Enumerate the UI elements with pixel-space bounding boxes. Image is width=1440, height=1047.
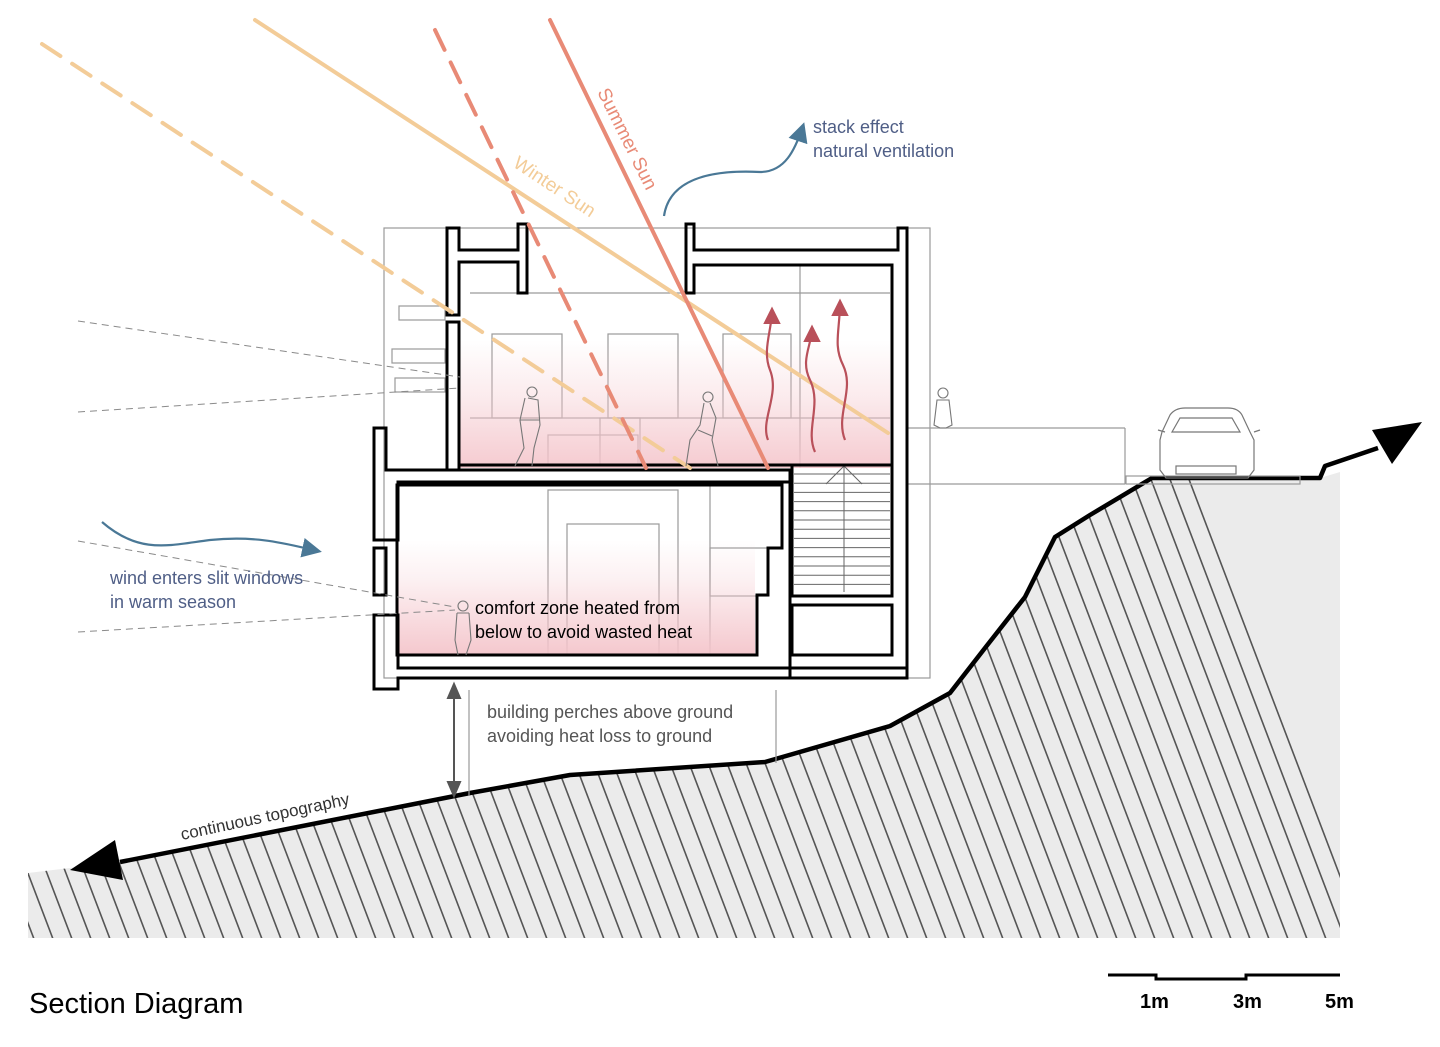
ground-section [28,422,1422,938]
person-figure-icon [514,386,541,467]
staircase [794,473,890,585]
vertical-dimension-arrow-icon [446,681,462,799]
people-figures [454,386,953,656]
scale-bar [1108,973,1340,981]
wind-arrow-icon [101,521,322,558]
scale-label-1m: 1m [1140,991,1169,1013]
ventilation-arrow-icon [662,122,808,217]
heat-rising-arrow-icon [831,298,849,441]
sun-rays [40,18,890,470]
summer-sun-ray [548,18,770,470]
summer-sun-ray-dashed [433,28,648,470]
winter-sun-ray-dashed [40,42,692,470]
person-figure-icon [685,391,719,467]
heat-rising-arrow-icon [803,324,821,453]
natural-ventilation-label: natural ventilation [813,141,954,161]
wind-lines [77,320,461,633]
scale-label-5m: 5m [1325,991,1354,1013]
heat-rising-arrow-icon [763,306,781,441]
scale-label-3m: 3m [1233,991,1262,1013]
stack-effect-label: stack effect [813,117,904,137]
winter-sun-ray [253,18,890,435]
comfort-zone-label-line1: comfort zone heated from [475,598,680,618]
car-icon [1157,407,1261,479]
heat-rising-arrows [763,298,849,453]
perch-label-line1: building perches above ground [487,702,733,722]
topography-line [119,445,1379,865]
ground-fill [28,472,1340,938]
wind-label-line2: in warm season [110,592,236,612]
building-section-walls [372,222,909,691]
topography-arrow-left-icon [70,840,123,880]
person-figure-icon [454,600,472,656]
person-figure-icon [933,387,953,429]
upper-comfort-gradient [459,340,890,468]
perch-label-line2: avoiding heat loss to ground [487,726,712,746]
comfort-zone-label-line2: below to avoid wasted heat [475,622,692,642]
topography-arrow-right-icon [1372,422,1422,464]
page-title: Section Diagram [29,988,243,1020]
comfort-zone-gradient [397,540,755,655]
wind-label-line1: wind enters slit windows [109,568,303,588]
